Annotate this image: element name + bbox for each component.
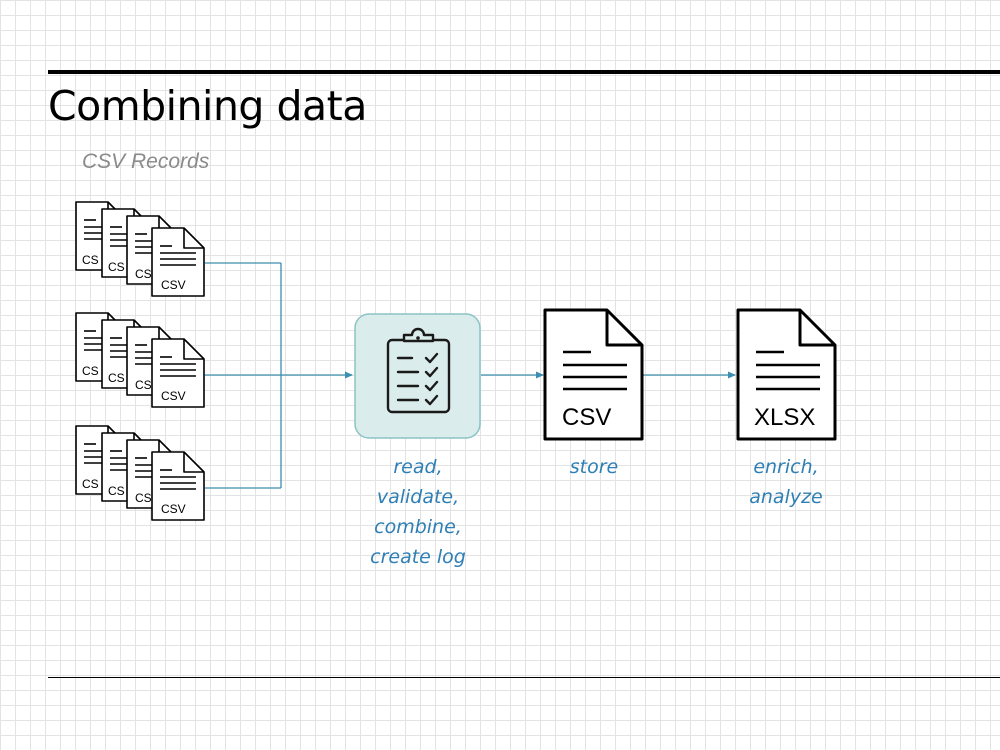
csv-file-icon: CS xyxy=(126,326,180,396)
caption-line: store xyxy=(569,456,619,478)
page-title: Combining data xyxy=(48,82,367,130)
csv-file-icon: CS xyxy=(101,432,155,502)
csv-stack-1: CS CS CS CSV xyxy=(75,201,205,297)
process-step-box xyxy=(354,313,481,439)
csv-file-icon: CSV xyxy=(151,227,205,297)
output-file-label: XLSX xyxy=(754,404,815,431)
csv-file-icon: CS xyxy=(101,319,155,389)
svg-text:CS: CS xyxy=(82,477,99,491)
footer-rule xyxy=(48,677,1000,678)
store-step-caption: store xyxy=(540,452,648,482)
csv-records-label: CSV Records xyxy=(82,150,210,173)
csv-store-file-icon: CSV xyxy=(543,308,644,441)
title-top-rule xyxy=(48,70,1000,74)
store-file-label: CSV xyxy=(562,404,611,431)
svg-text:CS: CS xyxy=(108,371,125,385)
caption-line: read, xyxy=(393,456,443,478)
connectors xyxy=(205,262,736,489)
svg-text:CS: CS xyxy=(135,378,152,392)
xlsx-output-file-icon: XLSX xyxy=(736,308,837,441)
csv-stack-2: CS CS CS CSV xyxy=(75,312,205,408)
csv-file-icon: CS xyxy=(101,208,155,278)
process-step-caption: read, validate, combine, create log xyxy=(348,452,488,572)
svg-text:CS: CS xyxy=(135,491,152,505)
csv-file-icon: CSV xyxy=(151,451,205,521)
enrich-step-caption: enrich, analyze xyxy=(728,452,844,512)
caption-line: combine, xyxy=(374,516,462,538)
svg-text:CS: CS xyxy=(82,253,99,267)
svg-text:CSV: CSV xyxy=(161,389,186,403)
svg-text:CS: CS xyxy=(108,484,125,498)
csv-file-icon: CS xyxy=(126,439,180,509)
svg-text:CS: CS xyxy=(135,267,152,281)
csv-file-icon: CS xyxy=(126,215,180,285)
csv-file-icon: CSV xyxy=(151,338,205,408)
svg-text:CS: CS xyxy=(82,364,99,378)
csv-stack-3: CS CS CS CSV xyxy=(75,425,205,521)
caption-line: analyze xyxy=(749,486,823,508)
caption-line: create log xyxy=(370,546,466,568)
csv-file-icon: CS xyxy=(75,425,129,495)
csv-file-icon: CS xyxy=(75,201,129,271)
svg-text:CSV: CSV xyxy=(161,278,186,292)
csv-file-icon: CS xyxy=(75,312,129,382)
svg-text:CSV: CSV xyxy=(161,502,186,516)
svg-text:CS: CS xyxy=(108,260,125,274)
clipboard-checklist-icon xyxy=(386,327,451,414)
caption-line: enrich, xyxy=(753,456,819,478)
caption-line: validate, xyxy=(376,486,460,508)
